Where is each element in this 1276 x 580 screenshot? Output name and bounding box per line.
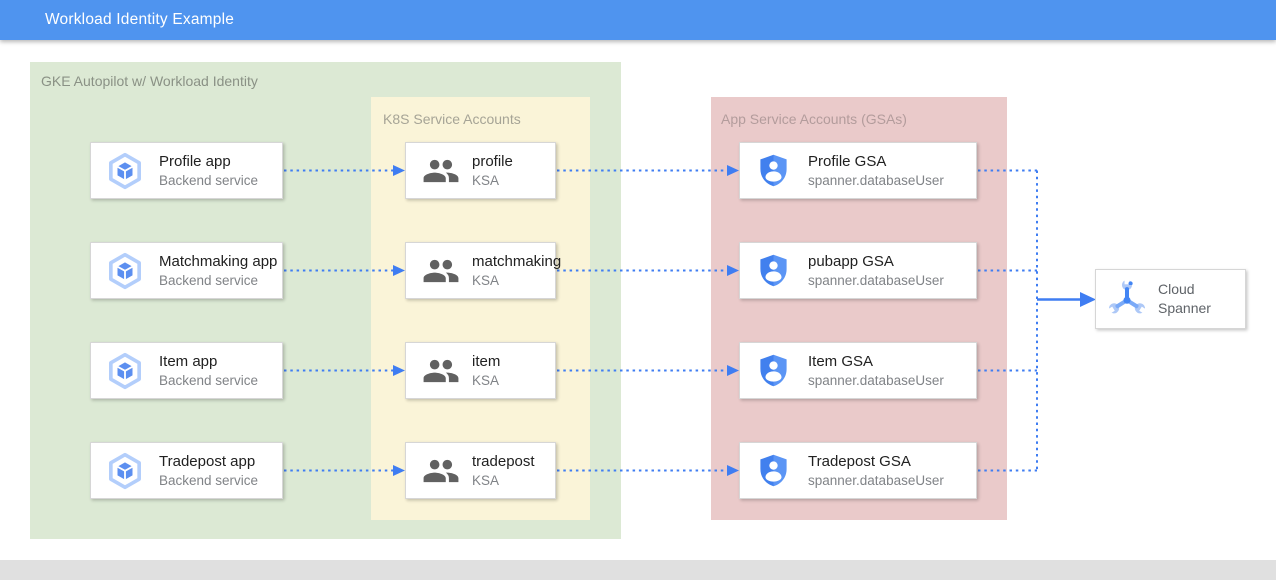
node-subtitle: Backend service — [159, 372, 259, 388]
window-titlebar: Workload Identity Example — [0, 0, 1276, 40]
window-title: Workload Identity Example — [45, 11, 235, 28]
node-title: item — [472, 352, 501, 370]
node-title: Matchmaking app — [159, 252, 278, 270]
shield-user-icon — [755, 252, 792, 289]
node-title: Item GSA — [808, 352, 874, 370]
gke-hexagon-icon — [105, 151, 145, 191]
gke-hexagon-icon — [105, 451, 145, 491]
people-icon — [422, 252, 460, 290]
node-title: Profile GSA — [808, 152, 887, 170]
node-title: Tradepost app — [159, 452, 256, 470]
node-subtitle: spanner.databaseUser — [808, 372, 944, 388]
node-subtitle: KSA — [472, 472, 500, 488]
node-title: matchmaking — [472, 252, 562, 270]
node-tradepost-gsa: Tradepost GSA spanner.databaseUser — [739, 442, 977, 499]
people-icon — [422, 452, 460, 490]
node-subtitle: spanner.databaseUser — [808, 272, 944, 288]
node-title: Cloud Spanner — [1158, 281, 1211, 316]
node-cloud-spanner: Cloud Spanner — [1095, 269, 1246, 329]
node-title: Tradepost GSA — [808, 452, 911, 470]
node-title: tradepost — [472, 452, 535, 470]
node-subtitle: KSA — [472, 172, 500, 188]
node-subtitle: KSA — [472, 372, 500, 388]
group-gsa-label: App Service Accounts (GSAs) — [721, 111, 907, 127]
node-subtitle: spanner.databaseUser — [808, 172, 944, 188]
node-title: pubapp GSA — [808, 252, 894, 270]
cloud-spanner-icon — [1106, 278, 1148, 320]
people-icon — [422, 352, 460, 390]
bottom-bar — [0, 560, 1276, 580]
gke-hexagon-icon — [105, 351, 145, 391]
people-icon — [422, 152, 460, 190]
node-subtitle: KSA — [472, 272, 500, 288]
node-subtitle: spanner.databaseUser — [808, 472, 944, 488]
group-gke-label: GKE Autopilot w/ Workload Identity — [41, 73, 258, 89]
node-profile-gsa: Profile GSA spanner.databaseUser — [739, 142, 977, 199]
node-title: profile — [472, 152, 513, 170]
shield-user-icon — [755, 152, 792, 189]
shield-user-icon — [755, 352, 792, 389]
node-title: Profile app — [159, 152, 231, 170]
node-subtitle: Backend service — [159, 272, 259, 288]
shield-user-icon — [755, 452, 792, 489]
node-pubapp-gsa: pubapp GSA spanner.databaseUser — [739, 242, 977, 299]
node-subtitle: Backend service — [159, 172, 259, 188]
node-item-gsa: Item GSA spanner.databaseUser — [739, 342, 977, 399]
gke-hexagon-icon — [105, 251, 145, 291]
group-k8s-label: K8S Service Accounts — [383, 111, 521, 127]
node-subtitle: Backend service — [159, 472, 259, 488]
node-title: Item app — [159, 352, 218, 370]
